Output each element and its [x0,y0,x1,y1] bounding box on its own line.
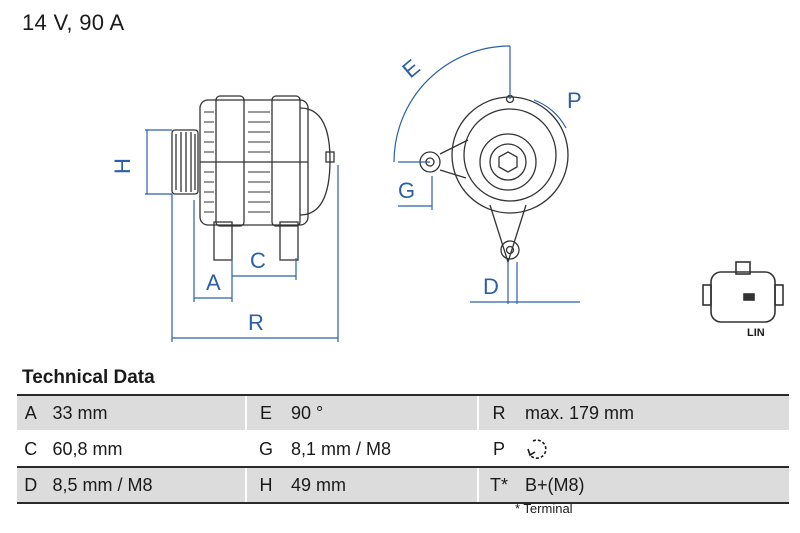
dim-label-r: R [248,310,264,335]
spec-key: R [492,402,506,423]
dim-label-c: C [250,248,266,273]
spec-key: D [24,474,38,495]
technical-data-heading: Technical Data [22,367,155,388]
dim-label-p: P [567,88,582,113]
spec-key: H [259,474,273,495]
alternator-side-view [171,95,335,261]
rotation-direction-icon [519,432,775,466]
spec-value: 90 ° [291,402,324,423]
spec-value: B+(M8) [525,474,585,495]
dim-label-d: D [483,274,499,299]
spec-value: 8,5 mm / M8 [52,474,153,495]
table-row: D 8,5 mm / M8 H 49 mm T* B+(M8) [17,466,789,504]
spec-value: 8,1 mm / M8 [291,438,392,459]
dim-label-a: A [206,270,221,295]
terminal-footnote: * Terminal [515,501,573,516]
spec-value: max. 179 mm [525,402,635,423]
spec-key: C [24,438,38,459]
spec-value: 33 mm [52,402,108,423]
spec-key: G [258,438,273,459]
lin-connector-icon [702,261,784,323]
alternator-drawing: H A C R E P G D [110,45,784,342]
side-dimensions [145,129,339,342]
spec-value: 60,8 mm [52,438,123,459]
spec-key: A [24,402,37,423]
spec-key: P [492,438,505,459]
table-row: C 60,8 mm G 8,1 mm / M8 P [17,430,789,466]
connector-label: LIN [747,327,765,339]
front-dimensions [393,45,580,304]
alternator-front-view [419,94,569,265]
dim-label-h: H [110,158,135,174]
dim-label-e: E [397,54,424,83]
spec-key: E [259,402,272,423]
spec-key: T* [490,474,508,495]
spec-value: 49 mm [291,474,347,495]
dim-label-g: G [398,178,415,203]
product-title: 14 V, 90 A [22,10,125,35]
